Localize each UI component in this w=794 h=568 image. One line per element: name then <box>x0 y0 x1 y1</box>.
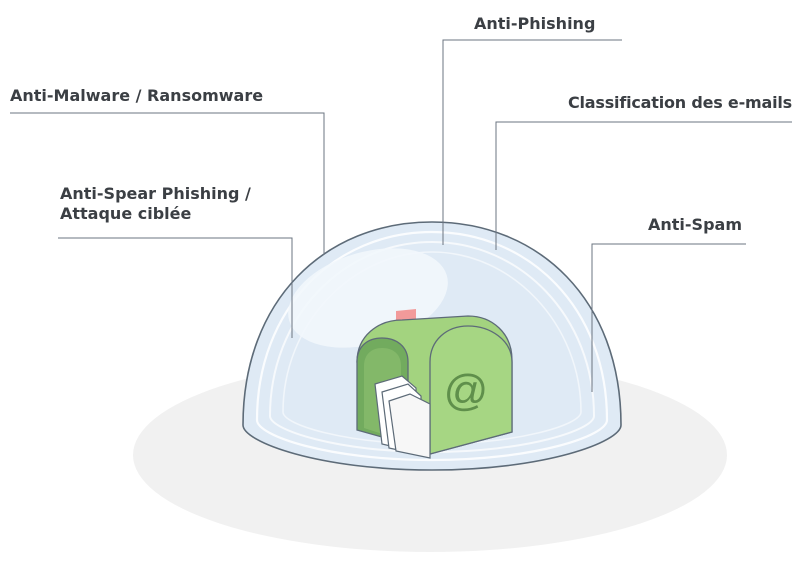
label-classification: Classification des e-mails <box>567 93 792 112</box>
leader-anti-phishing <box>442 39 622 245</box>
leader-classification <box>495 121 792 250</box>
label-anti-malware: Anti-Malware / Ransomware <box>10 86 264 105</box>
leader-anti-malware <box>10 112 325 255</box>
label-spear-phishing-line2: Attaque ciblée <box>60 204 192 223</box>
leader-lines <box>10 39 792 392</box>
leader-anti-spam <box>591 243 746 392</box>
label-anti-phishing: Anti-Phishing <box>474 14 596 33</box>
label-spear-phishing-line1: Anti-Spear Phishing / <box>60 184 251 203</box>
envelope-icon <box>374 375 431 459</box>
label-spear-phishing: Anti-Spear Phishing / Attaque ciblée <box>60 184 251 224</box>
leader-spear-phishing <box>58 237 293 338</box>
label-anti-spam: Anti-Spam <box>648 215 742 234</box>
mailbox-at-symbol: @ <box>444 366 489 415</box>
